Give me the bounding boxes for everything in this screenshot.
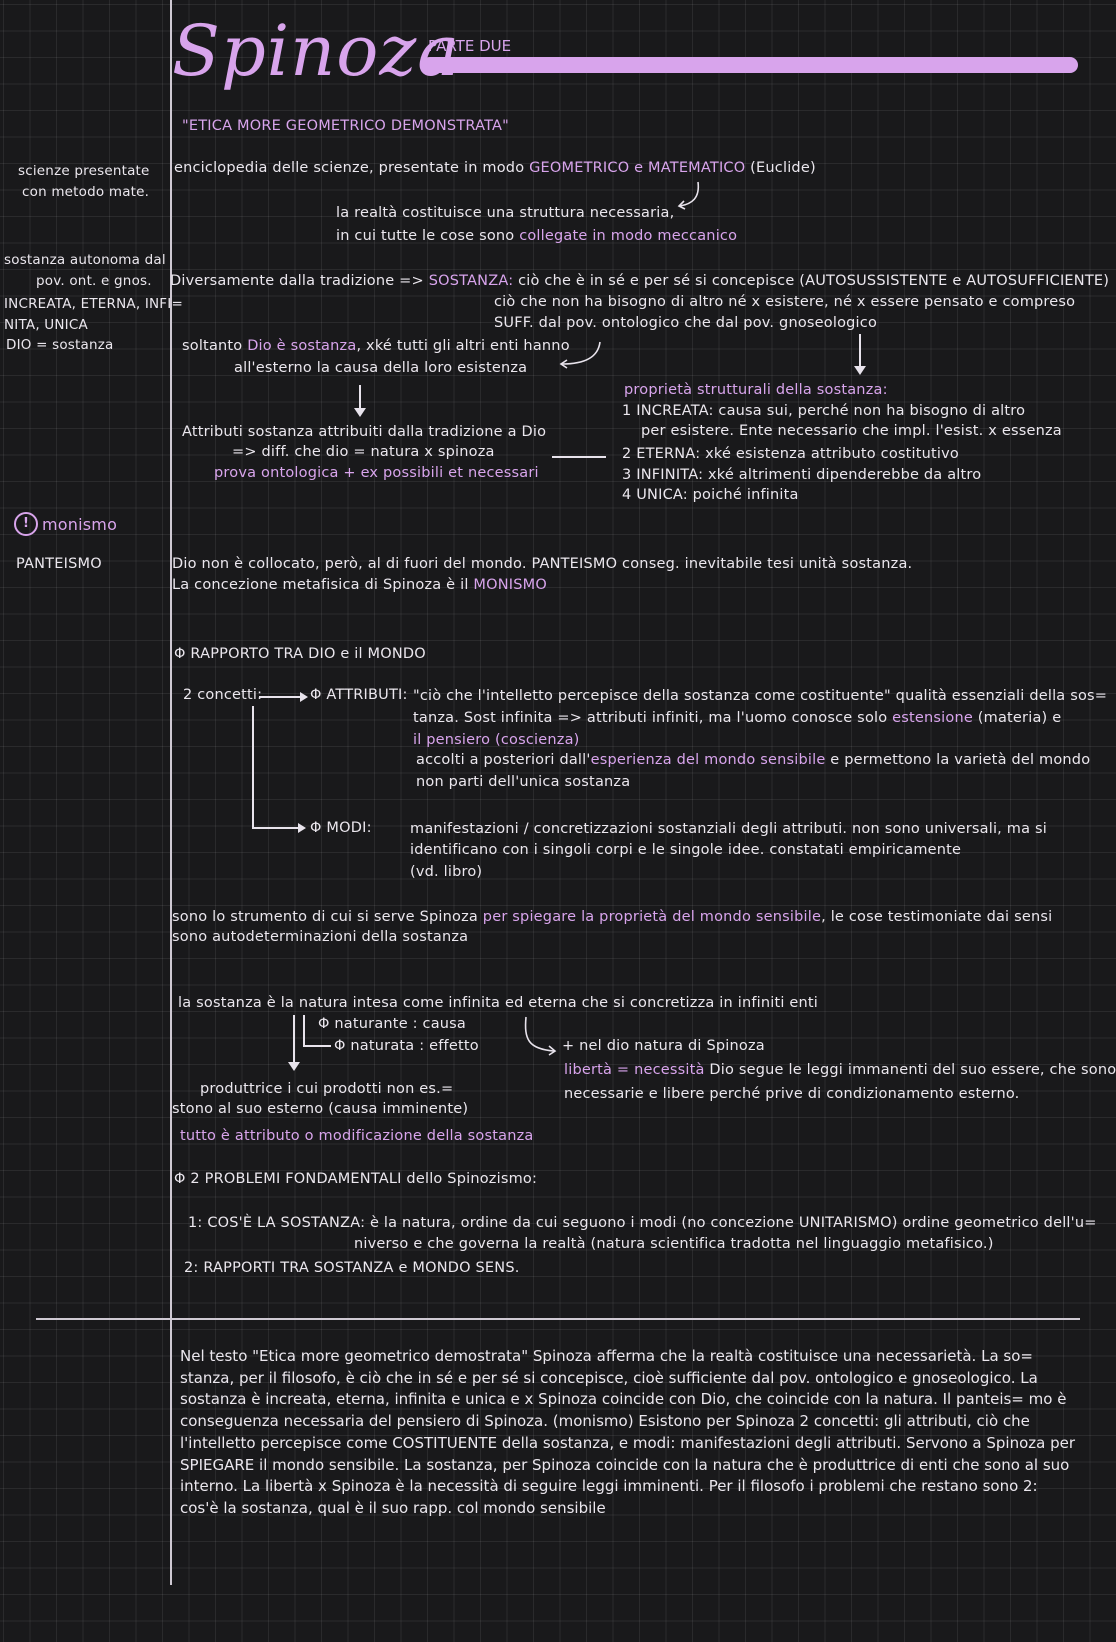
panteismo-line-1: Dio non è collocato, però, al di fuori d… [172, 556, 913, 572]
margin-line [170, 0, 172, 1585]
reality-line-2: in cui tutte le cose sono collegate in m… [336, 228, 738, 244]
margin-note-line: scienze presentate [18, 163, 150, 179]
margin-note-line: NITA, UNICA [4, 317, 88, 333]
sostanza-definition: Diversamente dalla tradizione => SOSTANZ… [170, 273, 1110, 289]
strumento-line-1: sono lo strumento di cui si serve Spinoz… [172, 909, 1053, 925]
arrow-line [859, 334, 861, 367]
liberta-line-2: necessarie e libere perché prive di cond… [564, 1086, 1020, 1102]
property-2: 2 ETERNA: xké esistenza attributo costit… [622, 446, 960, 462]
curved-arrow-icon [677, 181, 700, 210]
problema-1: 1: COS'È LA SOSTANZA: è la natura, ordin… [188, 1215, 1097, 1231]
panteismo-line-2: La concezione metafisica di Spinoza è il… [172, 577, 547, 593]
connector-line [252, 827, 300, 829]
margin-panteismo: PANTEISMO [16, 556, 102, 572]
connector-line [259, 696, 301, 698]
dio-natura: + nel dio natura di Spinoza [562, 1038, 765, 1054]
attributi-line-1: Attributi sostanza attribuiti dalla trad… [182, 424, 547, 440]
part-label: PARTE DUE [428, 37, 512, 55]
down-arrow-icon [288, 1062, 300, 1071]
modi-def-2: identificano con i singoli corpi e le si… [410, 842, 962, 858]
tutto-line: tutto è attributo o modificazione della … [180, 1128, 534, 1144]
modi-def-3: (vd. libro) [410, 864, 483, 880]
attributi-def-5: non parti dell'unica sostanza [416, 774, 631, 790]
sostanza-line-3: SUFF. dal pov. ontologico che dal pov. g… [494, 315, 878, 331]
natura-line: la sostanza è la natura intesa come infi… [178, 995, 819, 1011]
curved-arrow-icon [524, 1016, 557, 1056]
down-arrow-icon [854, 366, 866, 375]
margin-note-line: DIO = sostanza [6, 337, 114, 353]
margin-monismo: monismo [42, 515, 118, 534]
natura-naturata: Φ naturata : effetto [334, 1038, 479, 1054]
produttrice-line-2: stono al suo esterno (causa imminente) [172, 1101, 469, 1117]
right-arrow-icon [298, 823, 306, 833]
modi-label: Φ MODI: [310, 820, 372, 836]
margin-note-line: con metodo mate. [22, 184, 150, 200]
property-1-cont: per esistere. Ente necessario che impl. … [641, 423, 1062, 439]
attributi-label: Φ ATTRIBUTI: [310, 687, 408, 703]
natura-naturante: Φ naturante : causa [318, 1016, 467, 1032]
sostanza-line-2: ciò che non ha bisogno di altro né x esi… [494, 294, 1076, 310]
title-underline-bar [422, 57, 1078, 73]
liberta-line-1: libertà = necessità Dio segue le leggi i… [564, 1062, 1116, 1078]
attributi-def-1: "ciò che l'intelletto percepisce della s… [413, 688, 1108, 704]
connector-line [552, 456, 606, 458]
page-title: Spinoza [172, 10, 460, 92]
margin-note-line: sostanza autonoma dal [4, 252, 166, 268]
curved-arrow-icon [559, 341, 601, 369]
summary-paragraph: Nel testo "Etica more geometrico demostr… [180, 1347, 1075, 1517]
problemi-heading: Φ 2 PROBLEMI FONDAMENTALI dello Spinozis… [174, 1171, 538, 1187]
notes-page: Spinoza PARTE DUE "ETICA MORE GEOMETRICO… [4, 0, 1116, 1585]
strumento-line-2: sono autodeterminazioni della sostanza [172, 929, 469, 945]
exclamation-icon: ! [14, 512, 38, 536]
connector-line [293, 1015, 295, 1063]
attributi-line-2: => diff. che dio = natura x spinoza [232, 444, 495, 460]
property-3: 3 INFINITA: xké altrimenti dipenderebbe … [622, 467, 982, 483]
summary-divider [36, 1318, 1080, 1320]
attributi-line-3: prova ontologica + ex possibili et neces… [214, 465, 539, 481]
book-subtitle: "ETICA MORE GEOMETRICO DEMONSTRATA" [182, 118, 509, 134]
dio-line-1: soltanto Dio è sostanza, xké tutti gli a… [182, 338, 570, 354]
down-arrow-icon [354, 408, 366, 417]
dio-line-2: all'esterno la causa della loro esistenz… [234, 360, 528, 376]
arrow-line [359, 385, 361, 410]
problema-2: 2: RAPPORTI TRA SOSTANZA e MONDO SENS. [184, 1260, 520, 1276]
properties-title: proprietà strutturali della sostanza: [624, 382, 888, 398]
attributi-def-4: accolti a posteriori dall'esperienza del… [416, 752, 1091, 768]
connector-line [252, 706, 254, 828]
rapporto-heading: Φ RAPPORTO TRA DIO e il MONDO [174, 646, 426, 662]
connector-line [303, 1045, 331, 1047]
margin-note-line: INCREATA, ETERNA, INFI= [4, 296, 183, 312]
property-4: 4 UNICA: poiché infinita [622, 487, 799, 503]
produttrice-line-1: produttrice i cui prodotti non es.= [200, 1081, 454, 1097]
concetti-label: 2 concetti: [183, 687, 263, 703]
attributi-def-2: tanza. Sost infinita => attributi infini… [413, 710, 1062, 726]
margin-note-line: pov. ont. e gnos. [36, 273, 152, 289]
attributi-def-3: il pensiero (coscienza) [413, 732, 580, 748]
modi-def-1: manifestazioni / concretizzazioni sostan… [410, 821, 1047, 837]
encyclopedia-line: enciclopedia delle scienze, presentate i… [174, 160, 816, 176]
property-1: 1 INCREATA: causa sui, perché non ha bis… [622, 403, 1026, 419]
reality-line-1: la realtà costituisce una struttura nece… [336, 205, 675, 221]
problema-1-cont: niverso e che governa la realtà (natura … [354, 1236, 994, 1252]
connector-line [303, 1015, 305, 1045]
right-arrow-icon [300, 692, 308, 702]
